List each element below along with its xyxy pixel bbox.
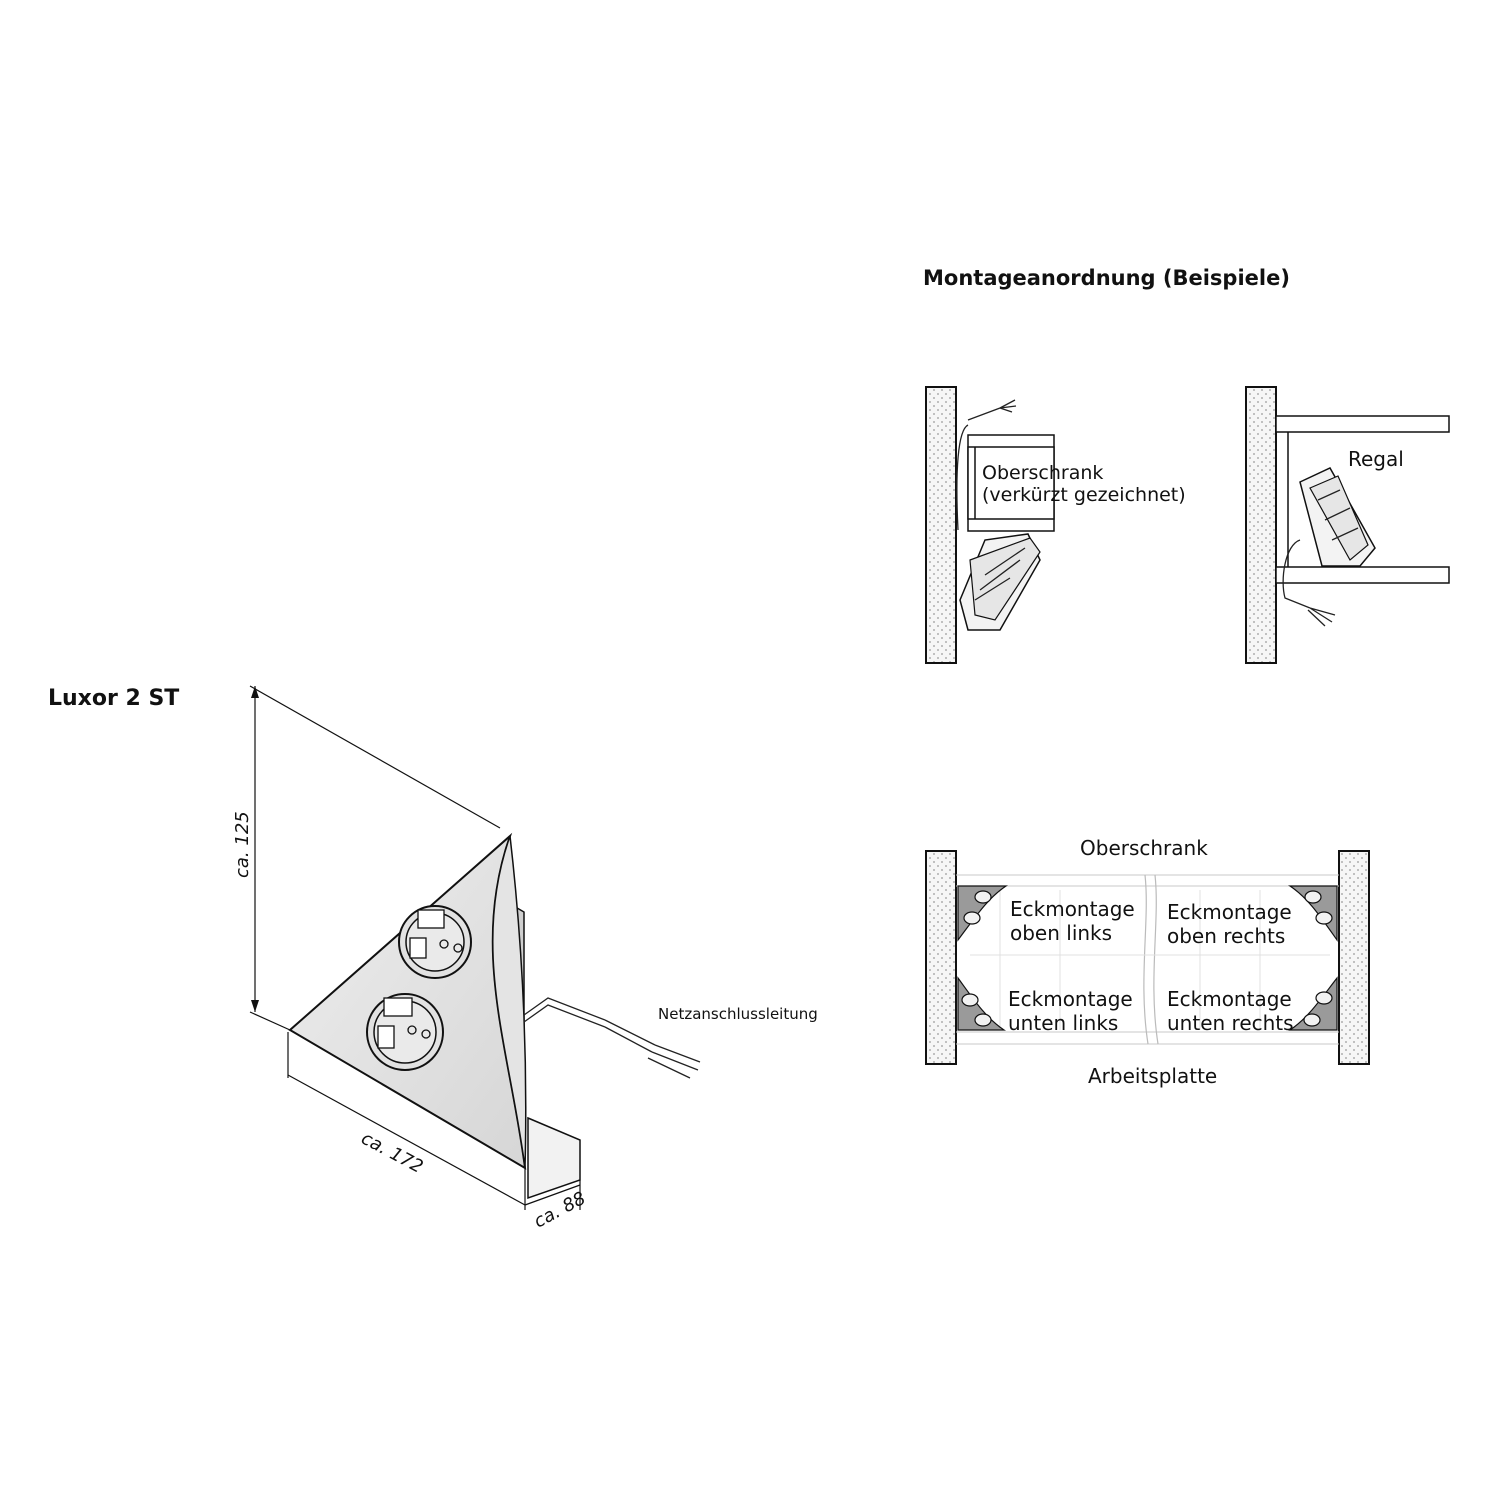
top-right-line1: Eckmontage <box>1167 900 1292 924</box>
cabinet-label-line1: Oberschrank <box>982 462 1103 484</box>
socket-bottom-right-icon <box>1288 976 1338 1031</box>
dimension-width-label: ca. 172 <box>358 1128 427 1178</box>
corner-bottom-label: Arbeitsplatte <box>1088 1064 1217 1088</box>
mounting-title: Montageanordnung (Beispiele) <box>923 266 1290 290</box>
top-left-line1: Eckmontage <box>1010 897 1135 921</box>
shelf-mount-example <box>1245 386 1450 664</box>
corner-mount-diagram <box>925 850 1370 1065</box>
product-title: Luxor 2 ST <box>48 686 179 711</box>
bottom-right-line1: Eckmontage <box>1167 987 1292 1011</box>
dimension-lines <box>249 685 581 1210</box>
corner-top-label: Oberschrank <box>1080 836 1208 860</box>
cabinet-mount-example <box>925 386 1055 664</box>
dimension-height-label: ca. 125 <box>232 811 253 878</box>
cable-label: Netzanschlussleitung <box>658 1005 818 1023</box>
power-cable <box>523 997 701 1079</box>
socket-bottom-left-icon <box>957 976 1006 1031</box>
socket-top-right-icon <box>1288 885 1338 942</box>
socket-lower <box>366 993 444 1071</box>
top-right-line2: oben rechts <box>1167 924 1285 948</box>
socket-upper <box>398 905 472 979</box>
shelf-label: Regal <box>1348 447 1404 471</box>
top-left-line2: oben links <box>1010 921 1112 945</box>
cabinet-label-line2: (verkürzt gezeichnet) <box>982 484 1186 506</box>
bottom-left-line1: Eckmontage <box>1008 987 1133 1011</box>
bottom-left-line2: unten links <box>1008 1011 1118 1035</box>
socket-top-left-icon <box>957 885 1008 942</box>
bottom-right-line2: unten rechts <box>1167 1011 1294 1035</box>
product-illustration <box>288 832 701 1200</box>
